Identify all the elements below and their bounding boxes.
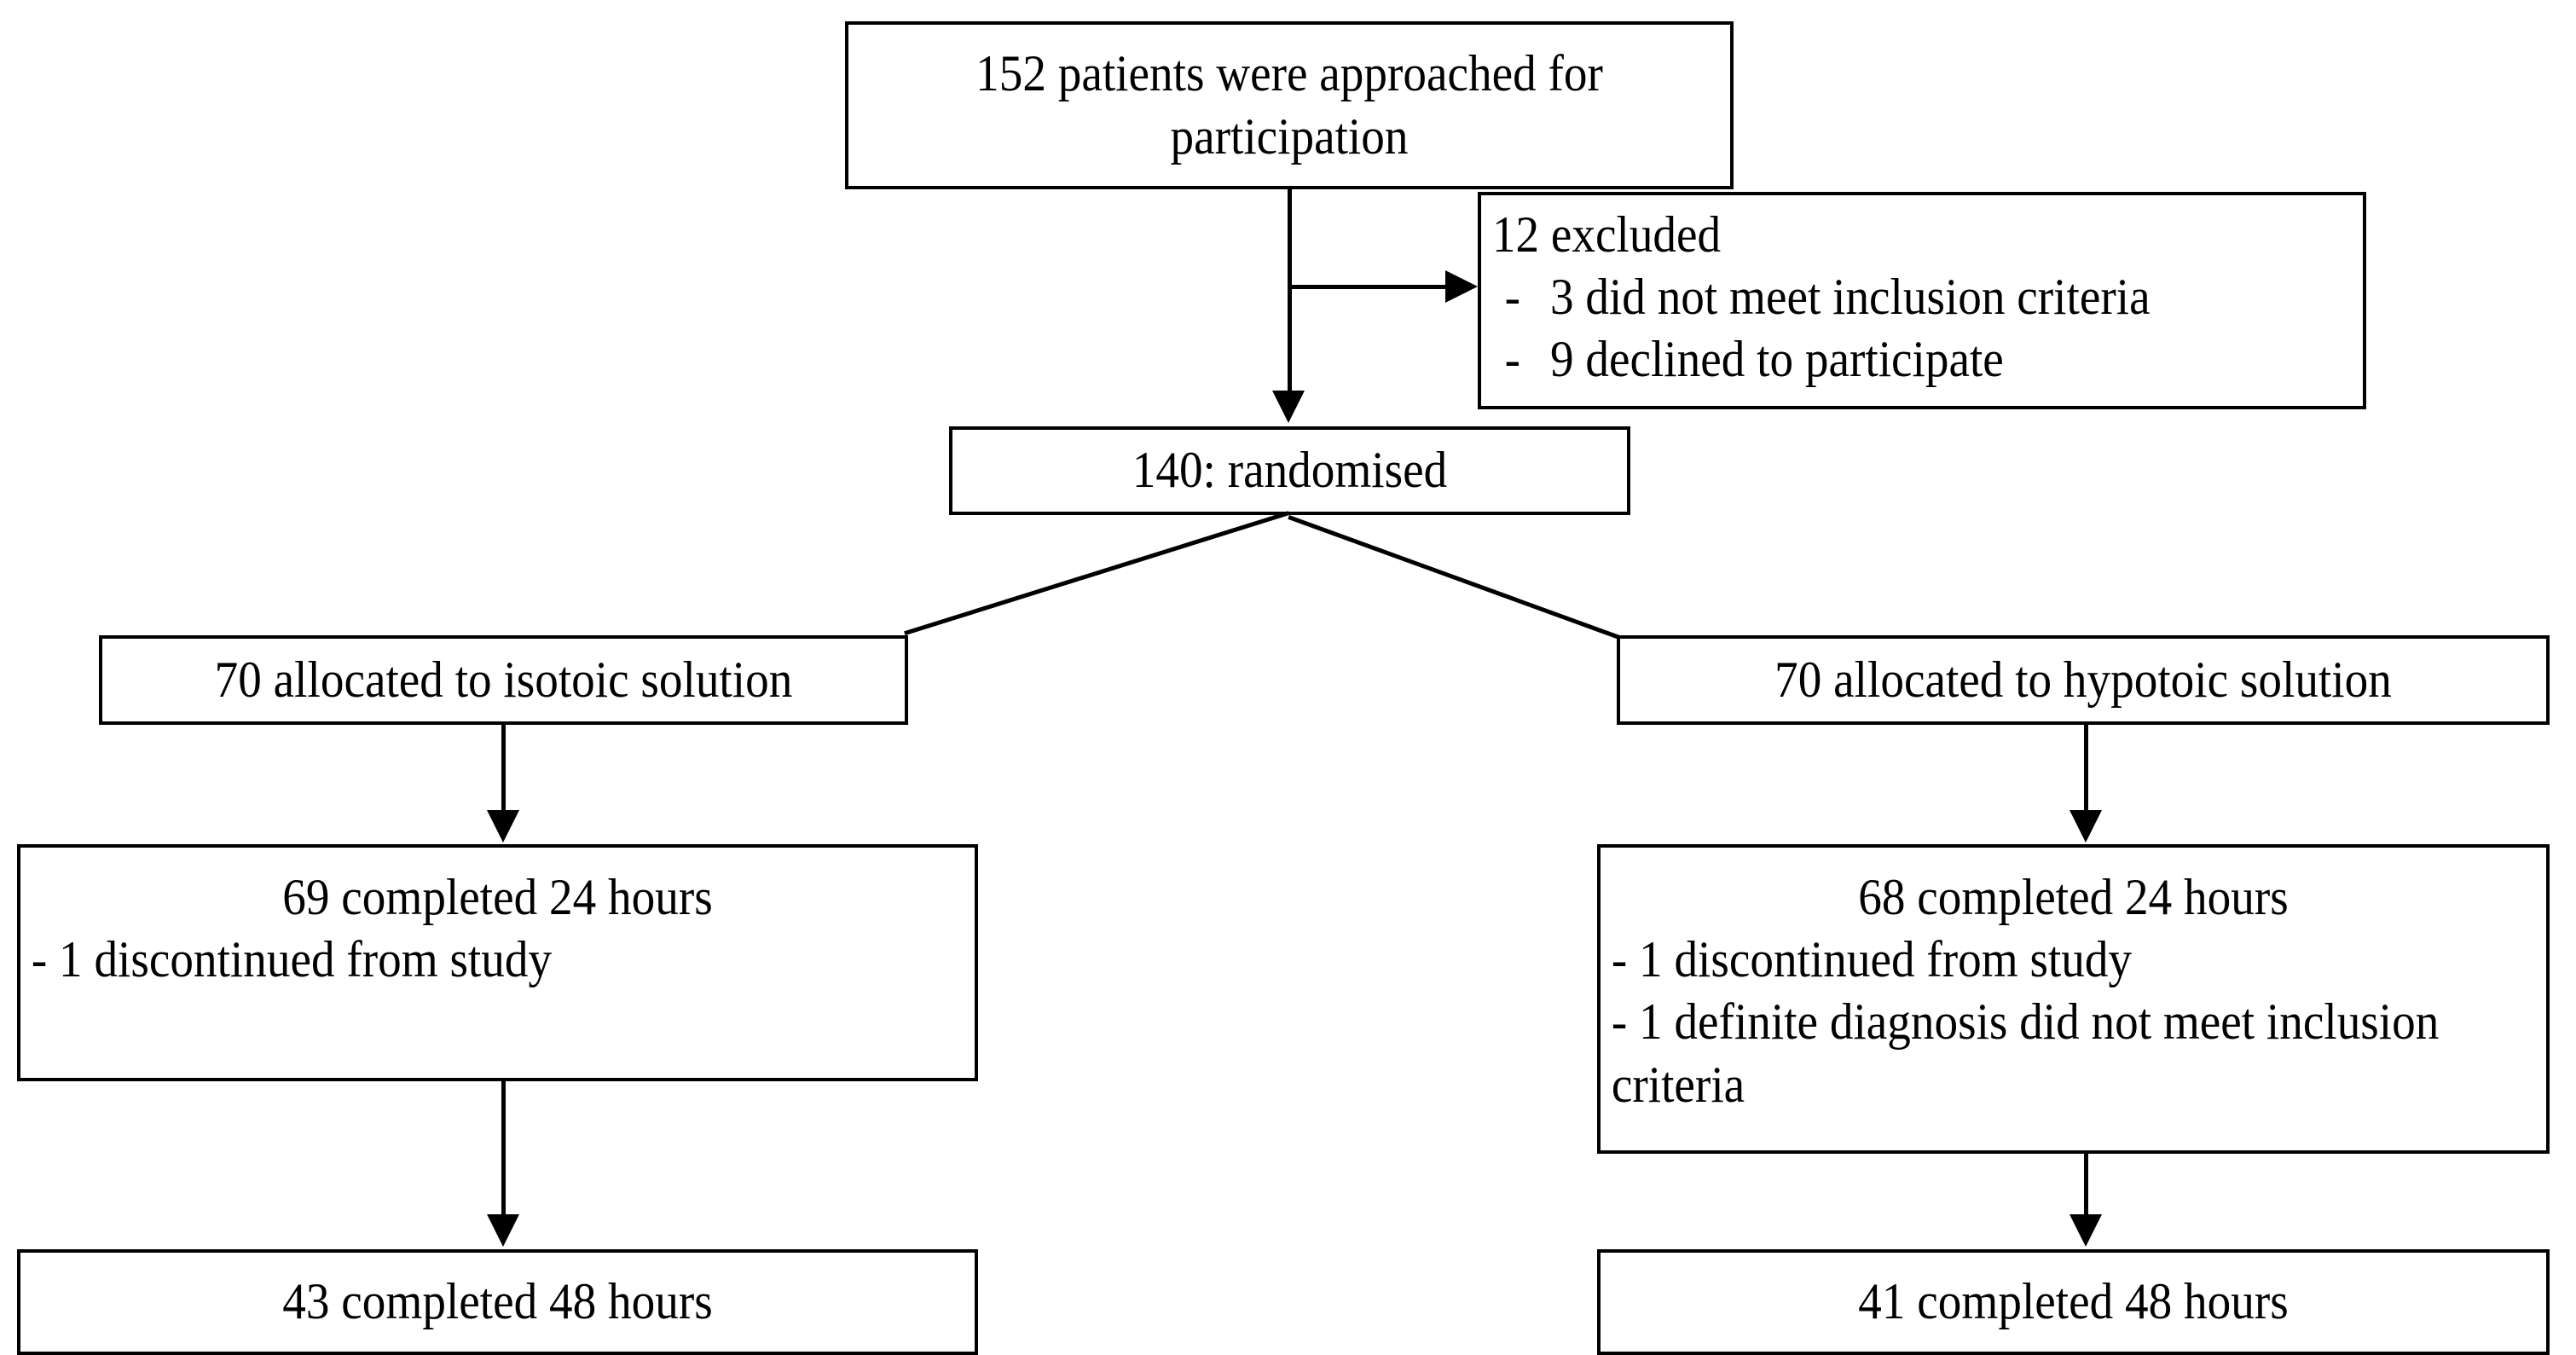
node-alloc-right-label: 70 allocated to hypotoic solution [1774, 651, 2392, 708]
node-randomised: 140: randomised [949, 426, 1630, 515]
connector-randomised-to-alloc-left [904, 511, 1289, 636]
connector-right-24h-to-48h-stem [2084, 1154, 2088, 1220]
connector-approached-trunk [1288, 189, 1292, 394]
node-excluded-heading: 12 excluded [1491, 206, 1722, 263]
node-excluded-reason-1: - 3 did not meet inclusion criteria [1481, 266, 2292, 328]
node-excluded-reason-2-text: 9 declined to participate [1549, 331, 2004, 388]
node-right-24h-note-2: - 1 definite diagnosis did not meet incl… [1611, 993, 2440, 1113]
node-left-48h: 43 completed 48 hours [17, 1249, 978, 1355]
node-approached: 152 patients were approached for partici… [845, 21, 1734, 189]
connector-right-24h-to-48h-arrow [2069, 1214, 2102, 1247]
connector-left-24h-to-48h-stem [501, 1081, 506, 1220]
node-left-24h: 69 completed 24 hours - 1 discontinued f… [17, 844, 978, 1081]
node-alloc-right: 70 allocated to hypotoic solution [1617, 635, 2550, 725]
node-left-24h-heading: 69 completed 24 hours [282, 869, 713, 925]
connector-alloc-left-to-24h-arrow [487, 810, 519, 843]
connector-alloc-right-to-24h-stem [2084, 725, 2088, 814]
node-left-24h-note-1: - 1 discontinued from study [31, 931, 553, 988]
node-excluded-reason-1-text: 3 did not meet inclusion criteria [1549, 269, 2151, 326]
connector-left-24h-to-48h-arrow [487, 1214, 519, 1247]
node-right-48h-label: 41 completed 48 hours [1858, 1273, 2289, 1330]
connector-approached-to-excluded-arrow [1445, 270, 1478, 303]
node-right-24h-note-1: - 1 discontinued from study [1611, 931, 2133, 988]
connector-approached-to-excluded-stem [1290, 285, 1449, 289]
node-right-48h: 41 completed 48 hours [1597, 1249, 2550, 1355]
connector-alloc-right-to-24h-arrow [2069, 810, 2102, 843]
node-right-24h: 68 completed 24 hours - 1 discontinued f… [1597, 844, 2550, 1154]
node-alloc-left-label: 70 allocated to isotoic solution [214, 651, 793, 708]
node-alloc-left: 70 allocated to isotoic solution [99, 635, 908, 725]
bullet-dash-icon: - [1504, 331, 1520, 388]
connector-alloc-left-to-24h-stem [501, 725, 506, 814]
node-excluded-reason-2: - 9 declined to participate [1481, 328, 2292, 391]
node-approached-line1: 152 patients were approached for [975, 45, 1603, 102]
node-excluded: 12 excluded - 3 did not meet inclusion c… [1478, 192, 2366, 409]
node-approached-line2: participation [1170, 107, 1409, 165]
bullet-dash-icon: - [1504, 269, 1520, 326]
node-right-24h-heading: 68 completed 24 hours [1858, 869, 2289, 925]
connector-approached-to-randomised-arrow [1272, 391, 1305, 423]
connector-randomised-to-alloc-right [1288, 515, 1620, 640]
node-left-48h-label: 43 completed 48 hours [282, 1273, 713, 1330]
node-randomised-label: 140: randomised [1132, 442, 1448, 499]
